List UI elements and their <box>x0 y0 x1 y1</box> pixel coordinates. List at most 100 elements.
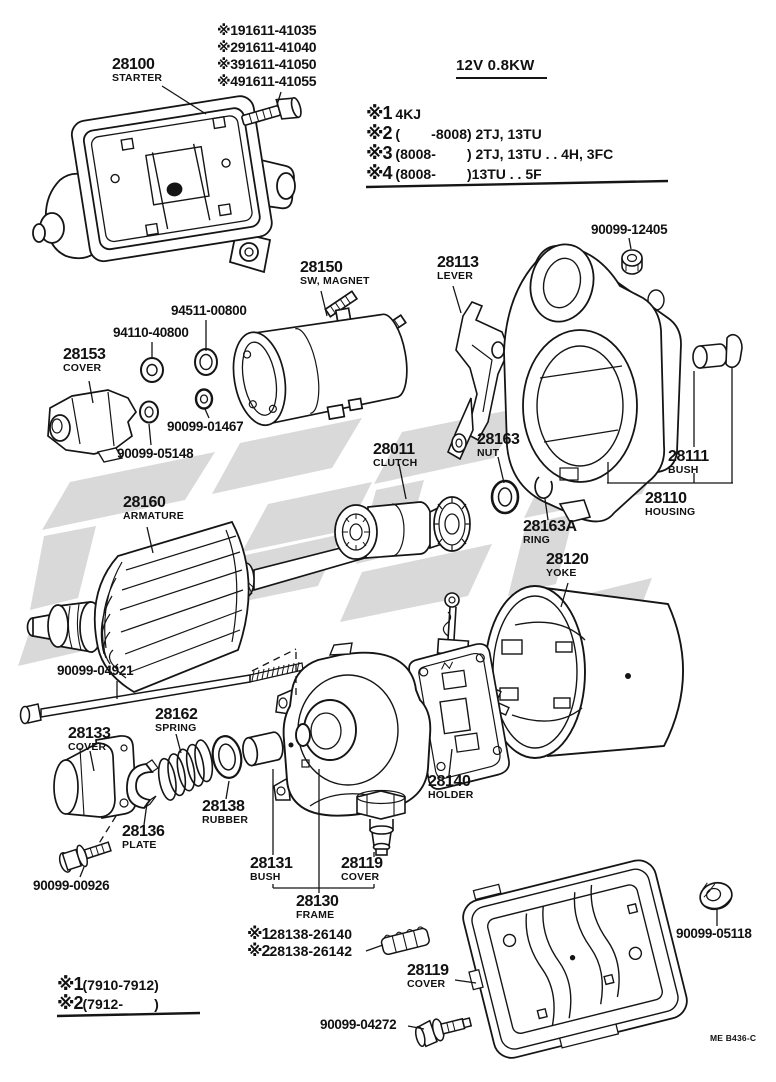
part-name: RUBBER <box>202 814 249 827</box>
note-row: ※2(7912- ) <box>57 994 159 1013</box>
note-mark: ※2 <box>57 993 83 1013</box>
part-number: 28113 <box>437 254 479 271</box>
label-screw-00926: 90099-00926 <box>33 878 110 893</box>
note-text: (7912- ) <box>82 996 159 1012</box>
part-number: 28131 <box>250 855 293 872</box>
label-screw-04272: 90099-04272 <box>320 1017 397 1032</box>
mount-bolt-drawing <box>241 97 302 126</box>
housing-drawing <box>503 243 743 523</box>
end-cover-drawing <box>462 859 688 1059</box>
label-washer-94511: 94511-00800 <box>171 303 247 318</box>
part-name: RING <box>523 534 551 547</box>
note-mark: ※1 <box>57 974 83 994</box>
part-number: 28163A <box>523 518 577 535</box>
frame-drawing <box>273 642 432 856</box>
part-name: BUSH <box>250 871 281 884</box>
leader-lines <box>79 85 733 1030</box>
alt-part-list: ※128138-26140 ※228138-26142 <box>247 926 352 960</box>
label-nut-94110: 94110-40800 <box>113 325 189 340</box>
label-cover-28153: 28153 COVER <box>63 346 106 375</box>
note-mark: ※2 <box>366 123 392 143</box>
note-row: ※1 4KJ <box>366 104 613 124</box>
part-number: 28110 <box>645 490 687 507</box>
part-number: 28153 <box>63 346 106 363</box>
note-row: ※1(7910-7912) <box>57 975 159 994</box>
note-text: (8008- ) 2TJ, 13TU . . 4H, 3FC <box>391 146 614 162</box>
part-name: PLATE <box>122 839 157 852</box>
label-cover-28119-mid: 28119 COVER <box>341 855 383 884</box>
bolt-variant: ※391611-41050 <box>217 56 317 72</box>
note-mark: ※2 <box>247 943 270 960</box>
starter-assembly-drawing <box>32 95 296 274</box>
part-number: 28163 <box>477 431 520 448</box>
part-name: FRAME <box>296 909 335 922</box>
label-rubber: 28138 RUBBER <box>202 798 248 827</box>
label-cover-28133: 28133 COVER <box>68 725 111 754</box>
label-bush-28111: 28111 BUSH <box>668 448 709 477</box>
clutch-drawing <box>334 476 553 560</box>
part-name: NUT <box>477 447 500 460</box>
label-frame: 28130 FRAME <box>296 893 339 922</box>
note-mark: ※4 <box>366 163 392 183</box>
label-washer-01467: 90099-01467 <box>167 419 244 434</box>
part-number: 28119 <box>341 855 383 872</box>
part-number: 28138 <box>202 798 245 815</box>
nut-05118-drawing <box>699 881 733 911</box>
label-holder: 28140 HOLDER <box>428 773 474 802</box>
part-name: BUSH <box>668 464 699 477</box>
part-number: 28133 <box>68 725 111 742</box>
footer-notes: ※1(7910-7912) ※2(7912- ) <box>57 975 159 1013</box>
part-name: HOLDER <box>428 789 474 802</box>
part-name: SW, MAGNET <box>300 275 370 288</box>
applicability-notes: ※1 4KJ ※2 ( -8008) 2TJ, 13TU ※3 (8008- )… <box>366 104 613 184</box>
screw-00926-drawing <box>58 841 112 873</box>
bolt-variant: ※291611-41040 <box>217 39 317 55</box>
bolt-variant: ※191611-41035 <box>217 22 317 38</box>
note-text: 4KJ <box>391 106 422 122</box>
label-sw-magnet: 28150 SW, MAGNET <box>300 259 370 288</box>
yoke-drawing <box>476 585 685 759</box>
note-row: ※4 (8008- )13TU . . 5F <box>366 164 613 184</box>
part-number: 28160 <box>123 494 166 511</box>
brush-spring-drawing <box>380 926 430 956</box>
spec-title: 12V 0.8KW <box>456 57 535 74</box>
cover-28153-drawing <box>47 389 138 463</box>
note-row: ※3 (8008- ) 2TJ, 13TU . . 4H, 3FC <box>366 144 613 164</box>
doc-code: ME B436-C <box>710 1033 757 1043</box>
end-frame-parts-drawing <box>53 731 284 820</box>
alt-part-number: 28138-26140 <box>269 926 352 942</box>
note-row: ※2 ( -8008) 2TJ, 13TU <box>366 124 613 144</box>
bolt-variant-list: ※191611-41035 ※291611-41040 ※391611-4105… <box>217 22 317 90</box>
screw-04272-drawing <box>414 1017 473 1048</box>
label-cover-28119-bottom: 28119 COVER <box>407 962 449 991</box>
label-armature: 28160 ARMATURE <box>123 494 184 523</box>
part-name: COVER <box>68 741 107 754</box>
label-starter: 28100 STARTER <box>112 56 162 85</box>
label-nut-05118: 90099-05118 <box>676 926 752 941</box>
bolt-variant: ※491611-41055 <box>217 73 317 89</box>
label-spring: 28162 SPRING <box>155 706 198 735</box>
part-name: ARMATURE <box>123 510 184 523</box>
note-text: (8008- )13TU . . 5F <box>391 166 542 182</box>
part-name: SPRING <box>155 722 197 735</box>
part-number: 28162 <box>155 706 198 723</box>
part-name: COVER <box>63 362 102 375</box>
lever-drawing <box>447 301 510 461</box>
part-number: 28111 <box>668 448 709 465</box>
part-number: 28130 <box>296 893 339 910</box>
label-washer-05148: 90099-05148 <box>117 446 194 461</box>
part-name: CLUTCH <box>373 457 418 470</box>
part-number: 28136 <box>122 823 165 840</box>
dashed-guides <box>97 648 297 846</box>
label-housing: 28110 HOUSING <box>645 490 695 519</box>
part-name: COVER <box>407 978 446 991</box>
part-name: LEVER <box>437 270 474 283</box>
label-bolt-04921: 90099-04921 <box>57 663 134 678</box>
part-name: HOUSING <box>645 506 696 519</box>
label-yoke: 28120 YOKE <box>546 551 589 580</box>
through-bolt-drawing <box>19 661 304 725</box>
part-number: 28100 <box>112 56 155 73</box>
note-text: ( -8008) 2TJ, 13TU <box>391 126 542 142</box>
alt-part-row: ※128138-26140 <box>247 926 352 943</box>
